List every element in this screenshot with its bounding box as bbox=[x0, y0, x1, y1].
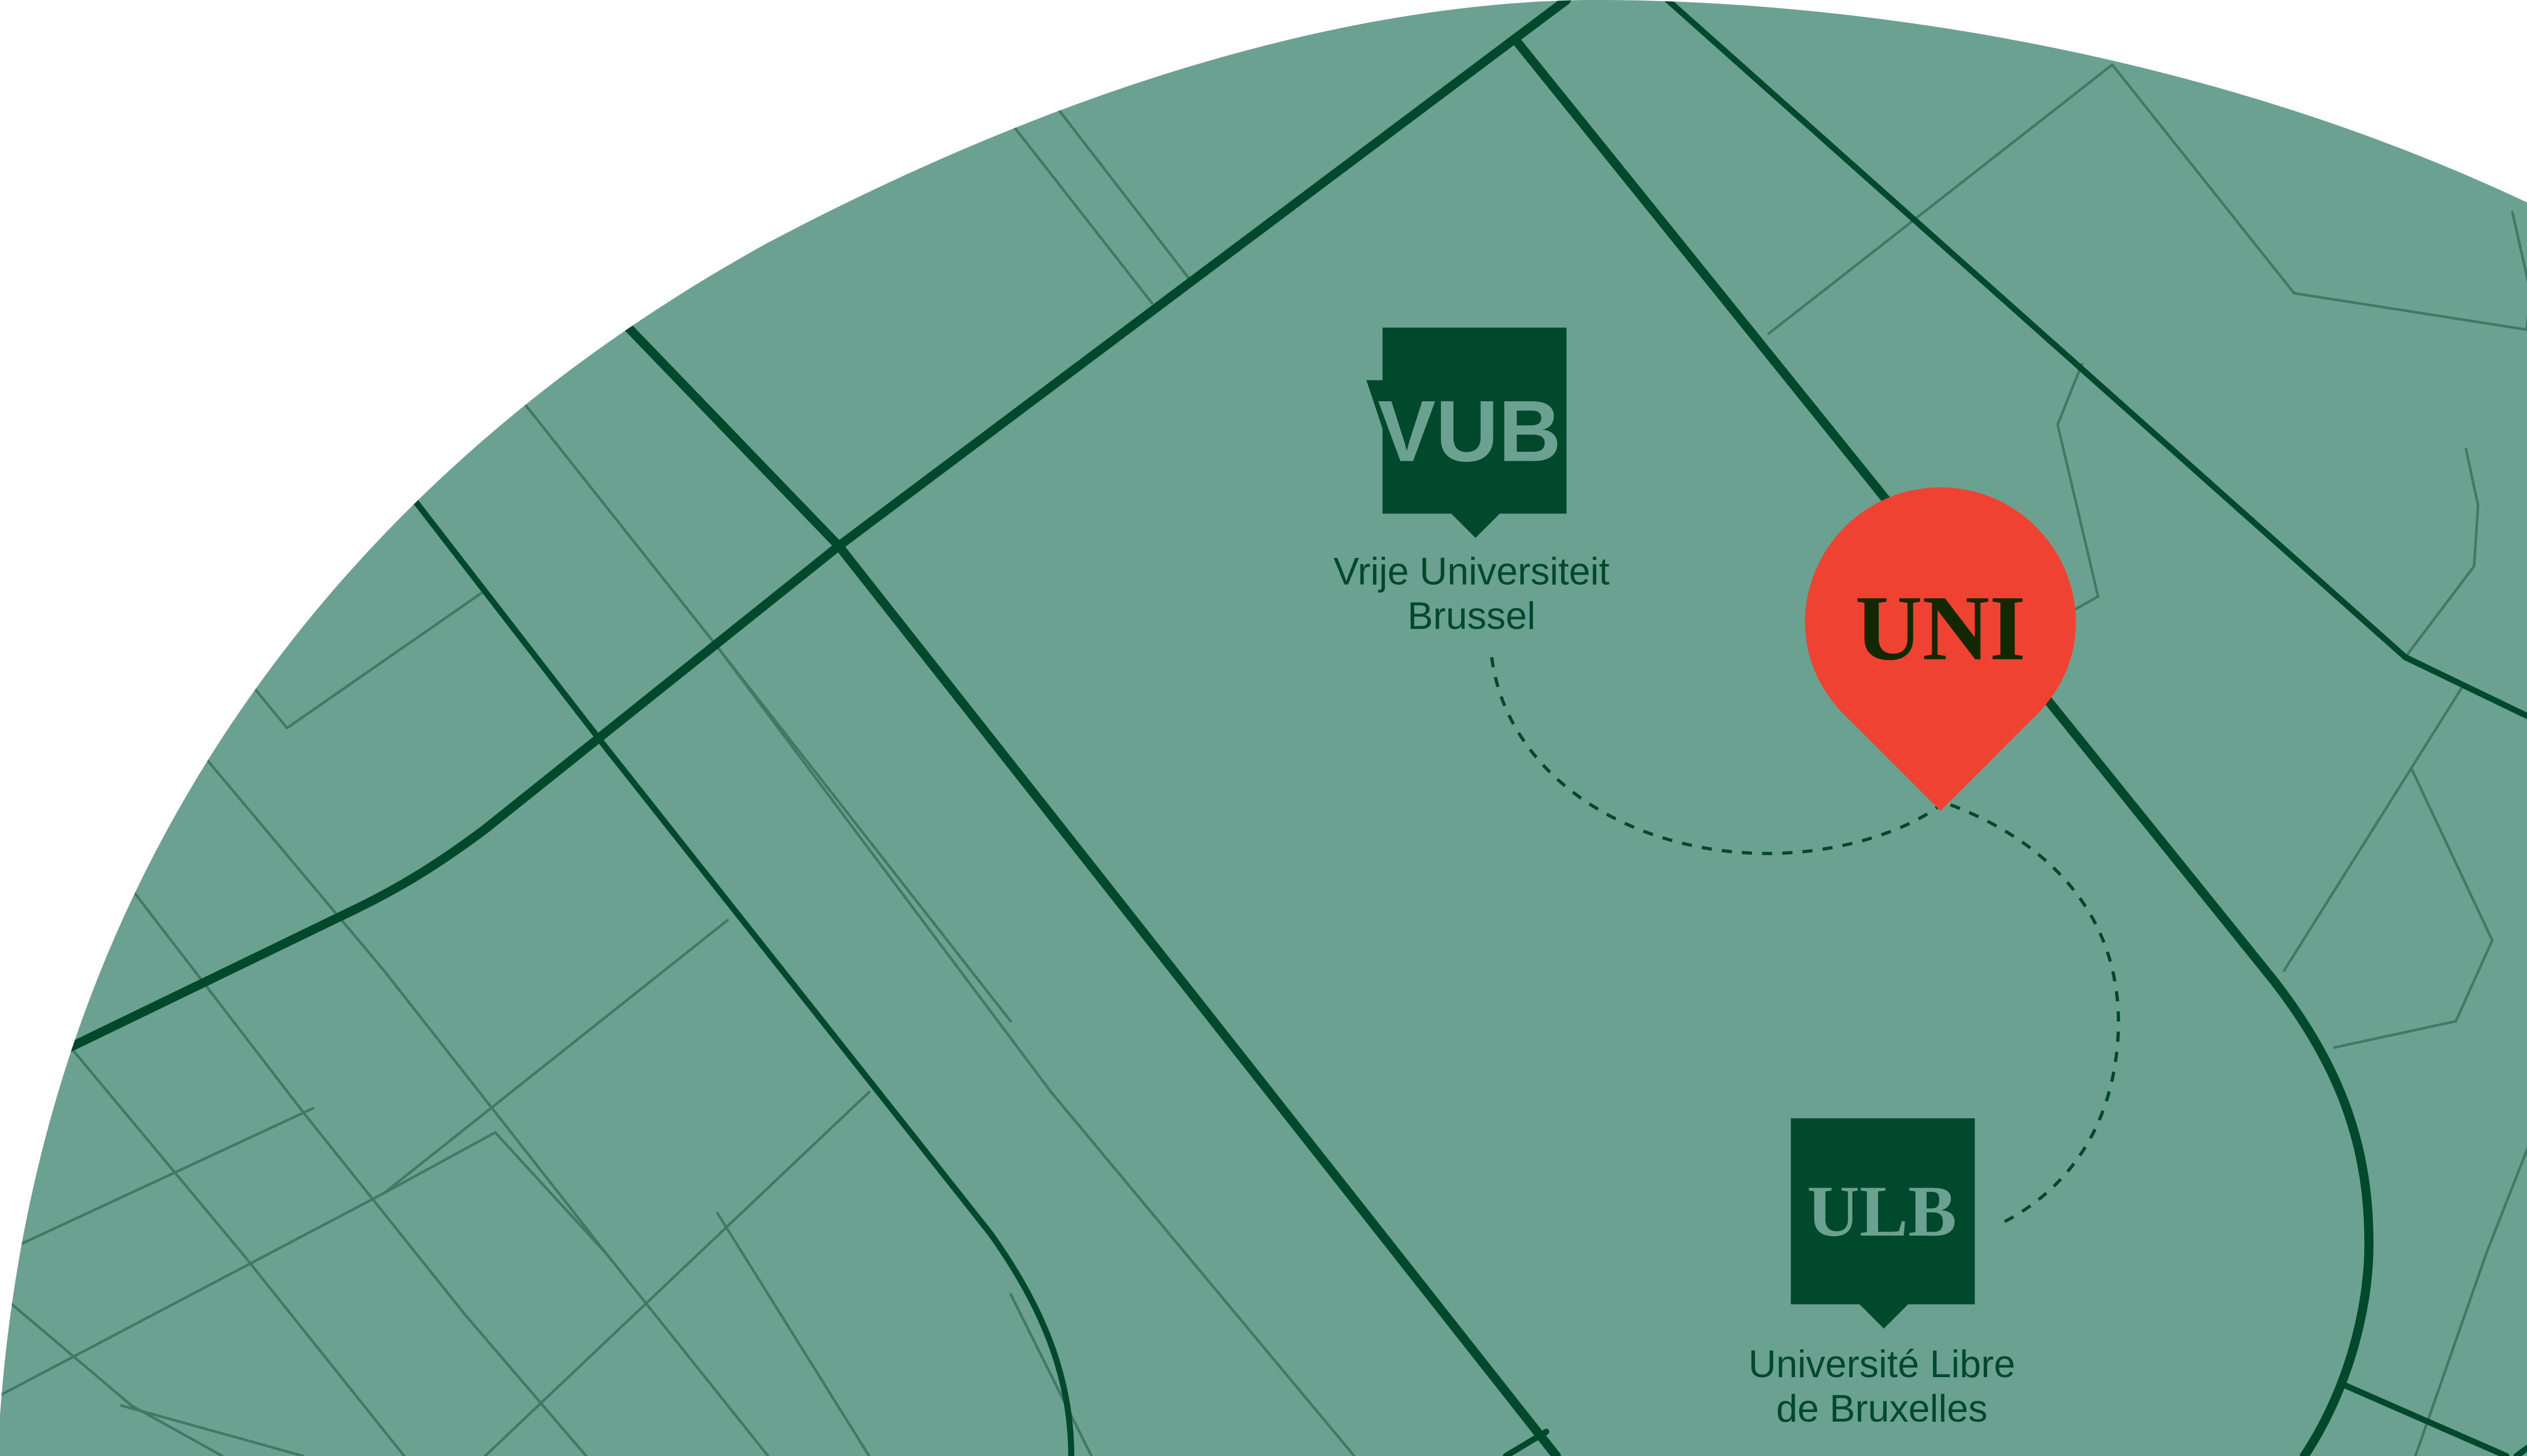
minor-streets bbox=[0, 59, 2527, 1456]
uni-pin-label: UNI bbox=[1855, 576, 2026, 679]
route-vub-to-uni bbox=[1490, 657, 1942, 855]
vub-logo-triangle bbox=[1366, 380, 1395, 465]
ulb-name-line1: Université Libre bbox=[1748, 1343, 2015, 1386]
vub-logo-box bbox=[1382, 327, 1567, 538]
uni-location-pin[interactable]: UNI bbox=[1805, 487, 2076, 811]
route-uni-to-ulb bbox=[1950, 803, 2120, 1225]
mid-streets bbox=[360, 0, 2527, 1456]
ulb-logo-text: ULB bbox=[1807, 1171, 1956, 1252]
vub-name-line2: Brussel bbox=[1408, 594, 1535, 637]
vub-logo-text: VUB bbox=[1378, 383, 1561, 480]
vub-marker[interactable]: VUB Vrije Universiteit Brussel bbox=[1333, 327, 1610, 637]
map-pin-icon bbox=[1805, 487, 2076, 811]
route-paths bbox=[1490, 657, 2120, 1225]
ulb-logo-box bbox=[1791, 1118, 1975, 1329]
ulb-name-line2: de Bruxelles bbox=[1776, 1387, 1987, 1430]
major-streets bbox=[35, 0, 2374, 1456]
vub-name-line1: Vrije Universiteit bbox=[1333, 550, 1609, 593]
ulb-marker[interactable]: ULB Université Libre de Bruxelles bbox=[1748, 1118, 2015, 1430]
